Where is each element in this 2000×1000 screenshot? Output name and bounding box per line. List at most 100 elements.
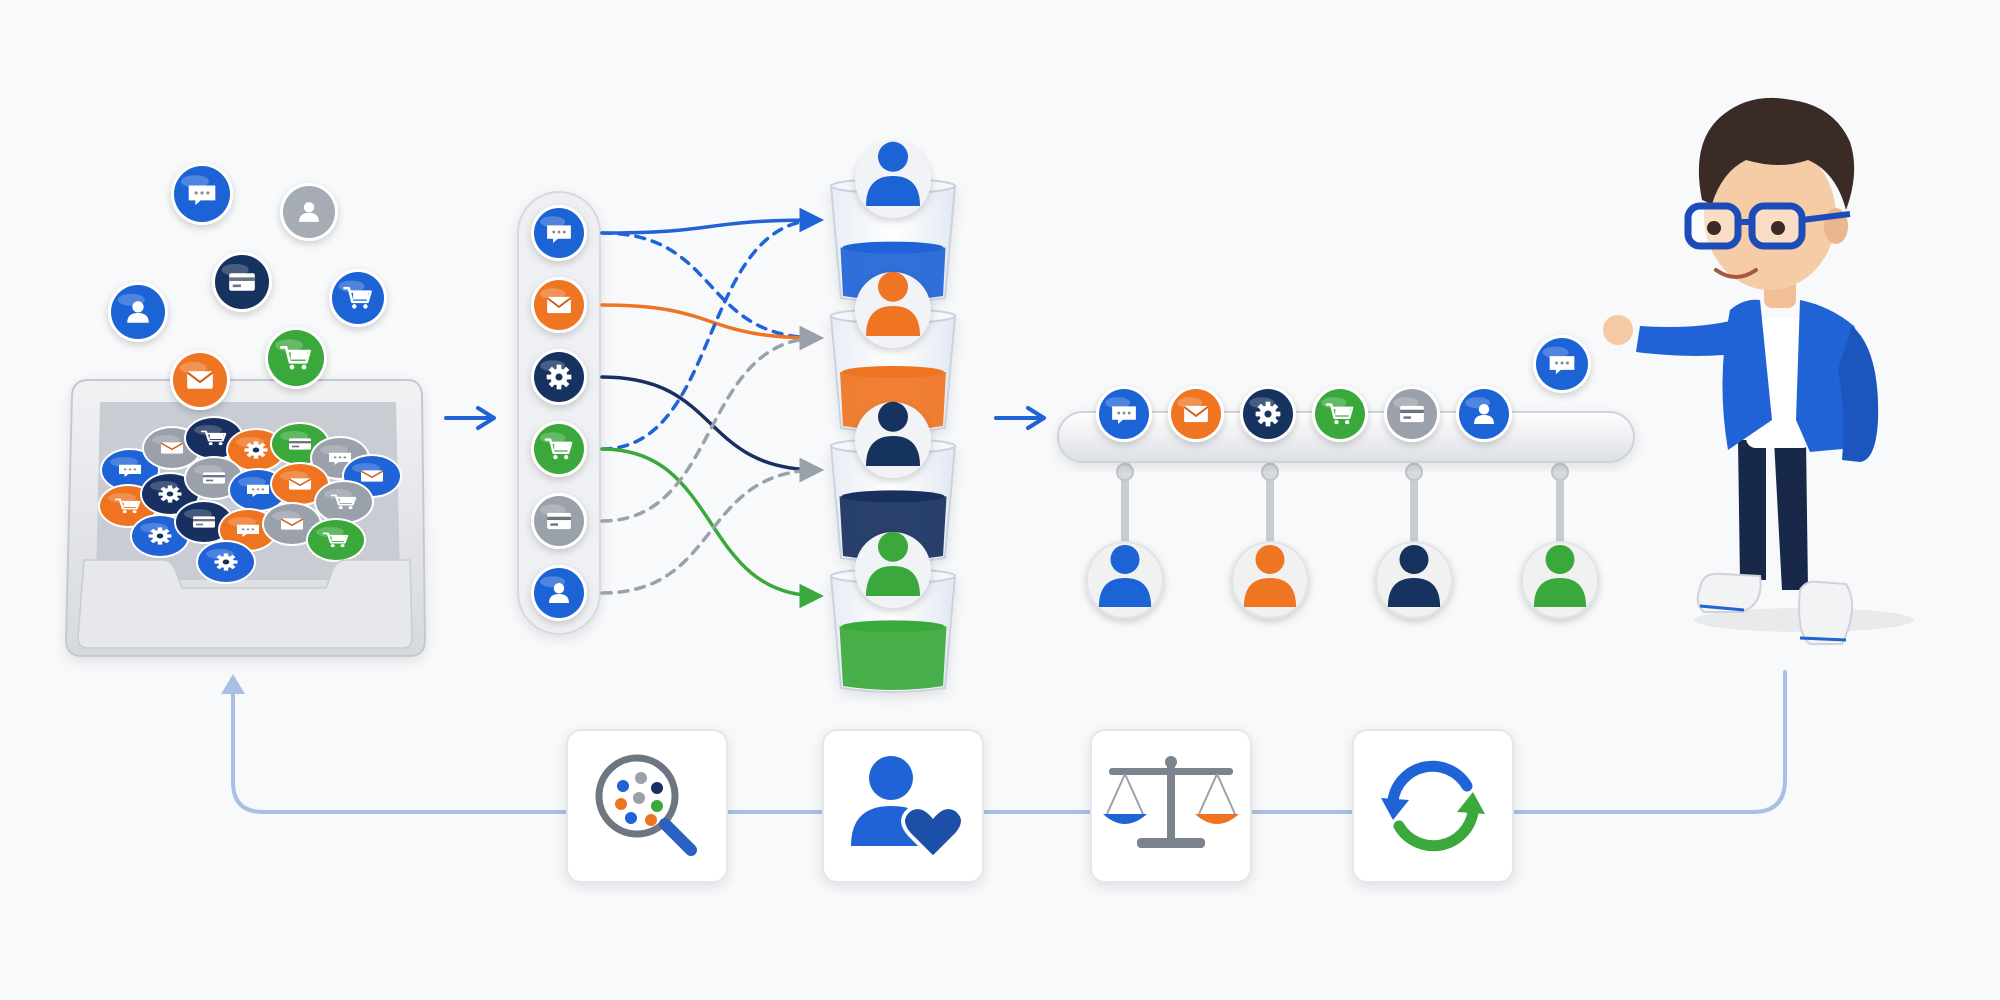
shopping-cart-token [1312, 386, 1368, 442]
user-icon [1533, 544, 1587, 607]
shopping-cart-icon [114, 498, 141, 514]
agent-avatar [855, 531, 931, 608]
shopping-cart-icon [200, 430, 227, 446]
routing-line [600, 375, 824, 483]
shopping-cart-icon [544, 438, 573, 460]
feedback-step-card [1090, 729, 1252, 883]
agent-queue-cup [829, 401, 957, 563]
chat-bubble-icon [247, 484, 269, 497]
conveyor-hangers [1116, 456, 1569, 548]
refresh-cycle-icon [1381, 760, 1485, 852]
gear-token [531, 349, 587, 405]
envelope-icon [160, 442, 184, 454]
tray-token-pile [98, 416, 402, 584]
held-message-token [1533, 335, 1591, 393]
chat-bubble-icon [188, 185, 216, 206]
gear-token [1240, 386, 1296, 442]
envelope-icon [360, 470, 384, 482]
tray-token [226, 428, 286, 472]
shopping-cart-icon [343, 286, 372, 309]
tray-front-lip [77, 559, 413, 649]
tray-token [100, 448, 160, 492]
chat-bubble-icon [1549, 356, 1575, 375]
credit-card-icon [289, 438, 311, 450]
tray-token [196, 540, 256, 584]
routing-line [600, 457, 824, 595]
gear-icon [546, 364, 572, 390]
feedback-loop-line [231, 670, 1787, 814]
chat-bubble-icon [119, 464, 141, 477]
agent-avatar [1231, 541, 1309, 619]
gear-icon [214, 553, 238, 571]
shopping-cart-token [531, 421, 587, 477]
magnifier-analysis-icon [595, 754, 697, 856]
credit-card-icon [547, 512, 571, 530]
chat-bubble-token [1533, 335, 1591, 393]
envelope-token [531, 277, 587, 333]
credit-card-token [531, 493, 587, 549]
credit-card-icon [193, 516, 215, 528]
feedback-step-card [1352, 729, 1514, 883]
tray-token [306, 518, 366, 562]
user-icon [299, 202, 319, 222]
credit-card-icon [203, 472, 225, 484]
user-icon [1243, 544, 1297, 607]
channel-column [531, 205, 587, 621]
agent-avatar [855, 141, 931, 218]
agent-queue-cups [829, 141, 957, 693]
envelope-token [170, 350, 230, 410]
shopping-cart-icon [280, 346, 311, 370]
feedback-step-card [566, 729, 728, 883]
user-icon [549, 583, 569, 603]
agent-avatar [1375, 541, 1453, 619]
envelope-icon [186, 371, 214, 389]
chat-bubble-token [531, 205, 587, 261]
user-icon [866, 271, 920, 336]
user-token [531, 565, 587, 621]
arrow-tray-to-channels [444, 406, 496, 430]
envelope-icon [1183, 405, 1209, 423]
chat-bubble-icon [329, 452, 351, 465]
gear-icon [244, 441, 268, 459]
envelope-icon [280, 518, 304, 530]
agent-avatar [1086, 541, 1164, 619]
chat-bubble-token [1096, 386, 1152, 442]
user-icon [1387, 544, 1441, 607]
user-token [108, 282, 168, 342]
user-icon [866, 141, 920, 206]
user-icon [1098, 544, 1152, 607]
shopping-cart-token [265, 327, 327, 389]
cup-fill-level [839, 626, 947, 690]
agent-avatar [855, 401, 931, 478]
credit-card-token [212, 252, 272, 312]
shopping-cart-icon [330, 494, 357, 510]
agent-queue-cup [829, 531, 957, 693]
credit-card-icon [229, 273, 255, 291]
conveyor-tokens [1096, 386, 1512, 442]
shopping-cart-token [329, 269, 387, 327]
conveyor-agents [1086, 541, 1599, 619]
tray-token [130, 514, 190, 558]
routing-line [600, 207, 824, 451]
gear-icon [1255, 401, 1281, 427]
user-icon [866, 401, 920, 466]
shopping-cart-icon [322, 532, 349, 548]
user-search-token [280, 183, 338, 241]
routing-line [600, 231, 824, 351]
feedback-step-card [822, 729, 984, 883]
feedback-loop-arrowhead [221, 674, 245, 694]
agent-avatar [1521, 541, 1599, 619]
credit-card-icon [1400, 405, 1424, 423]
routing-line [600, 447, 824, 609]
envelope-token [1168, 386, 1224, 442]
credit-card-token [1384, 386, 1440, 442]
user-icon [127, 301, 149, 323]
shopping-cart-icon [1325, 403, 1354, 425]
chat-bubble-token [171, 163, 233, 225]
user-icon [1474, 404, 1494, 424]
user-icon [866, 531, 920, 596]
arrow-cups-to-conveyor [994, 406, 1046, 430]
chat-bubble-icon [547, 225, 571, 243]
